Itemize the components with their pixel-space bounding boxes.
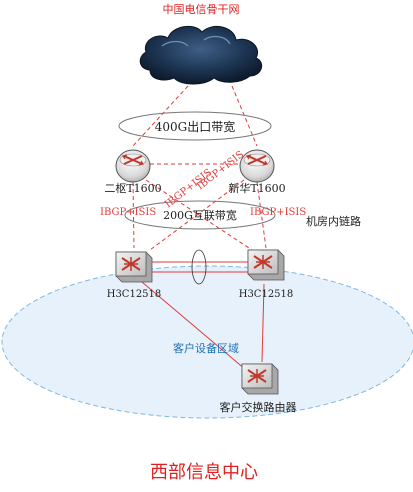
switch-left-icon xyxy=(115,251,153,283)
customer-zone-label: 客户设备区域 xyxy=(173,341,239,355)
egress-bandwidth-label: 400G出口带宽 xyxy=(155,119,236,134)
router-left-icon xyxy=(115,149,151,183)
customer-zone xyxy=(1,265,413,419)
router-right-icon xyxy=(239,149,275,183)
protocol-label-right: IBGP+ISIS xyxy=(250,207,306,218)
switch-right-icon xyxy=(247,249,285,281)
router-right-label: 新华T1600 xyxy=(228,181,285,195)
cloud-uplinks xyxy=(132,85,258,147)
customer-router-icon xyxy=(241,363,279,395)
backbone-cloud-icon xyxy=(139,25,263,85)
interconnect-bandwidth-label: 200G互联带宽 xyxy=(163,208,237,222)
switch-right-label: H3C12518 xyxy=(239,289,294,300)
customer-router-label: 客户交换路由器 xyxy=(220,400,297,414)
center-title: 西部信息中心 xyxy=(150,462,258,483)
switch-link-bundle-ellipse xyxy=(191,249,207,285)
router-left-label: 二枢T1600 xyxy=(104,181,161,195)
backbone-label: 中国电信骨干网 xyxy=(163,3,240,16)
interconnect-bandwidth-ellipse xyxy=(124,200,276,230)
router-switch-links xyxy=(132,179,267,251)
switch-links xyxy=(141,261,265,376)
switch-left-label: H3C12518 xyxy=(107,289,162,300)
intra-room-link-label: 机房内链路 xyxy=(306,214,361,228)
egress-bandwidth-ellipse xyxy=(118,111,272,141)
protocol-label-left: IBGP+ISIS xyxy=(100,207,156,218)
